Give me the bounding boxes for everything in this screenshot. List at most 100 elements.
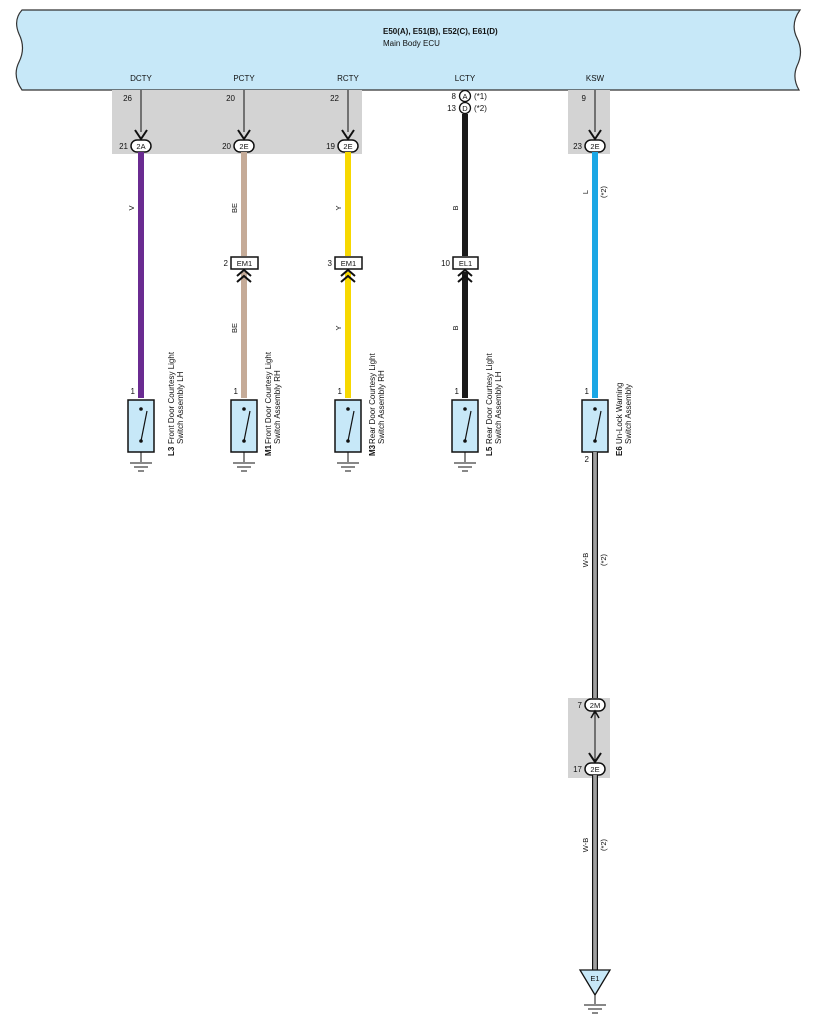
jc2-arrow-up (590, 709, 600, 719)
ecu-body (15, 9, 802, 91)
sw-pin-lcty: 1 (455, 387, 460, 396)
inline-label-rcty: EM1 (341, 259, 356, 268)
signal-dcty: DCTY (130, 74, 152, 83)
sw-pin-ksw-top: 1 (585, 387, 590, 396)
ground-icon-l5 (454, 462, 476, 472)
inline-box-lcty (452, 256, 479, 270)
sw-pin-dcty: 1 (131, 387, 136, 396)
wire-label-lcty-lower: B (451, 325, 460, 330)
jc2-label: 2M (590, 701, 600, 710)
arrow-pcty (237, 129, 251, 141)
inline-arrows-rcty (340, 268, 356, 283)
jc-label-ksw: 2E (590, 142, 599, 151)
switch-m1 (230, 399, 258, 462)
switch-l5 (451, 399, 479, 462)
conn-d-note: (*2) (474, 104, 487, 113)
wire-label-pcty-lower: BE (230, 323, 239, 333)
conn-a-circle (458, 89, 472, 103)
svg-text:M1: M1 (264, 444, 273, 456)
switch-m3 (334, 399, 362, 462)
svg-text:Switch Assembly: Switch Assembly (624, 384, 633, 444)
svg-text:Un-Lock Warning: Un-Lock Warning (615, 382, 624, 444)
signal-pcty: PCTY (233, 74, 255, 83)
signal-lcty: LCTY (455, 74, 476, 83)
switch-label-l5: L5 Rear Door Courtesy Light Switch Assem… (485, 353, 503, 456)
sw-pin-pcty: 1 (234, 387, 239, 396)
svg-text:Switch Assembly LH: Switch Assembly LH (494, 371, 503, 444)
wire-label-rcty-upper: Y (334, 205, 343, 210)
wire-label-ksw: L (581, 190, 590, 194)
svg-text:Front Door Courtesy Light: Front Door Courtesy Light (167, 351, 176, 444)
wire-note-ksw: (*2) (599, 185, 608, 198)
inline-box-rcty (334, 256, 363, 270)
svg-text:Switch Assembly RH: Switch Assembly RH (377, 370, 386, 444)
wire-label-pcty-upper: BE (230, 203, 239, 213)
jc-pin-dcty: 21 (119, 142, 128, 151)
arrow-rcty (341, 129, 355, 141)
signal-rcty: RCTY (337, 74, 359, 83)
svg-text:M3: M3 (368, 444, 377, 456)
ecu-pin-dcty: 26 (123, 94, 132, 103)
ecu-pin-pcty: 20 (226, 94, 235, 103)
switch-label-m1: M1 Front Door Courtesy Light Switch Asse… (264, 351, 282, 456)
svg-text:L3: L3 (167, 446, 176, 456)
conn-d-label: D (462, 104, 468, 113)
ground-point-triangle (578, 969, 612, 997)
jc3-label: 2E (590, 765, 599, 774)
ground-point-label: E1 (590, 974, 599, 983)
svg-text:Rear Door Courtesy Light: Rear Door Courtesy Light (485, 353, 494, 444)
conn-a-pin: 8 (452, 92, 457, 101)
jc2-pin: 7 (578, 701, 583, 710)
wire-label-ksw-gnd: W-B (581, 553, 590, 567)
conn-a-note: (*1) (474, 92, 487, 101)
ground-icon-l3 (130, 462, 152, 472)
conn-a-label: A (462, 92, 467, 101)
ground-icon-e1 (584, 1004, 606, 1014)
signal-ksw: KSW (586, 74, 605, 83)
wire-label-dcty: V (127, 205, 136, 210)
inline-arrows-lcty (457, 268, 473, 283)
jc-pin-rcty: 19 (326, 142, 335, 151)
ecu-name: Main Body ECU (383, 39, 440, 48)
wire-note-ksw-gnd2: (*2) (599, 838, 608, 851)
switch-e6 (581, 399, 609, 453)
ground-icon-m3 (337, 462, 359, 472)
jc-label-dcty: 2A (136, 142, 145, 151)
switch-label-e6: E6 Un-Lock Warning Switch Assembly (615, 382, 633, 456)
jc-label-pcty: 2E (239, 142, 248, 151)
wire-label-ksw-gnd2: W-B (581, 838, 590, 852)
inline-arrows-pcty (236, 268, 252, 283)
svg-text:Switch Assembly LH: Switch Assembly LH (176, 371, 185, 444)
svg-text:Front Door Courtesy Light: Front Door Courtesy Light (264, 351, 273, 444)
inline-box-pcty (230, 256, 259, 270)
jc-label-rcty: 2E (343, 142, 352, 151)
ground-icon-m1 (233, 462, 255, 472)
wire-label-rcty-lower: Y (334, 325, 343, 330)
jc-pin-pcty: 20 (222, 142, 231, 151)
ecu-pin-ksw: 9 (582, 94, 587, 103)
inline-label-lcty: EL1 (459, 259, 472, 268)
inline-label-pcty: EM1 (237, 259, 252, 268)
jc-pin-ksw: 23 (573, 142, 582, 151)
conn-d-pin: 13 (447, 104, 456, 113)
switch-label-l3: L3 Front Door Courtesy Light Switch Asse… (167, 351, 185, 456)
jc3-pin: 17 (573, 765, 582, 774)
ecu-pin-rcty: 22 (330, 94, 339, 103)
wire-label-lcty-upper: B (451, 205, 460, 210)
svg-text:Rear Door Courtesy Light: Rear Door Courtesy Light (368, 353, 377, 444)
arrow-ksw (588, 129, 602, 141)
jc2-arrow-down (588, 752, 602, 764)
switch-l3 (127, 399, 155, 462)
svg-text:E6: E6 (615, 446, 624, 456)
inline-pin-pcty: 2 (224, 259, 229, 268)
arrow-dcty (134, 129, 148, 141)
inline-pin-rcty: 3 (328, 259, 333, 268)
sw-pin-rcty: 1 (338, 387, 343, 396)
conn-d-circle (458, 101, 472, 115)
wire-note-ksw-gnd: (*2) (599, 553, 608, 566)
ecu-connectors: E50(A), E51(B), E52(C), E61(D) (383, 27, 498, 36)
inline-pin-lcty: 10 (441, 259, 450, 268)
switch-label-m3: M3 Rear Door Courtesy Light Switch Assem… (368, 353, 386, 456)
sw-pin-ksw-bottom: 2 (585, 455, 590, 464)
